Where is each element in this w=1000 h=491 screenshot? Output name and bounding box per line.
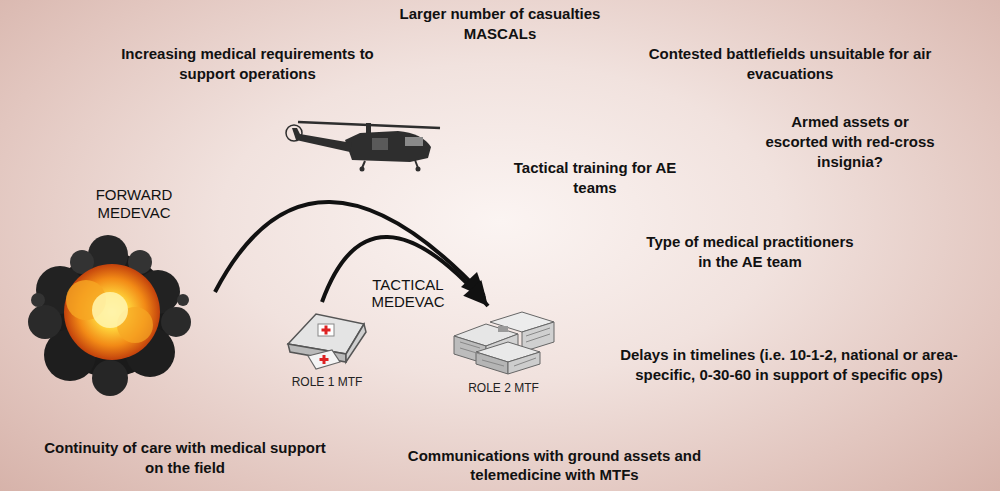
building-icon <box>446 306 561 378</box>
annotation-text: Type of medical practitioners in the AE … <box>640 232 860 272</box>
annotation-text: Continuity of care with medical support … <box>35 438 335 478</box>
helicopter <box>286 122 440 172</box>
explosion <box>28 235 191 396</box>
tent-icon <box>282 302 372 372</box>
annotation-text: FORWARD MEDEVAC <box>88 186 180 222</box>
annotation-text: Contested battlefields unsuitable for ai… <box>630 44 950 84</box>
arrowhead <box>463 280 488 306</box>
annotation-text: Larger number of casualties MASCALs <box>375 4 625 44</box>
annotation-text: Armed assets or escorted with red-cross … <box>760 112 940 172</box>
facility-label: ROLE 1 MTF <box>292 375 363 389</box>
edge-label: TACTICAL MEDEVAC <box>368 276 448 310</box>
annotation-text: Increasing medical requirements to suppo… <box>95 44 400 84</box>
annotation-text: Delays in timelines (i.e. 10-1-2, nation… <box>598 345 980 385</box>
facility-label: ROLE 2 MTF <box>468 381 539 395</box>
mtf-node: ROLE 2 MTF <box>446 306 561 395</box>
annotation-text: Tactical training for AE teams <box>490 158 700 198</box>
annotation-text: Communications with ground assets and te… <box>382 446 727 484</box>
mtf-node: ROLE 1 MTF <box>282 302 372 389</box>
